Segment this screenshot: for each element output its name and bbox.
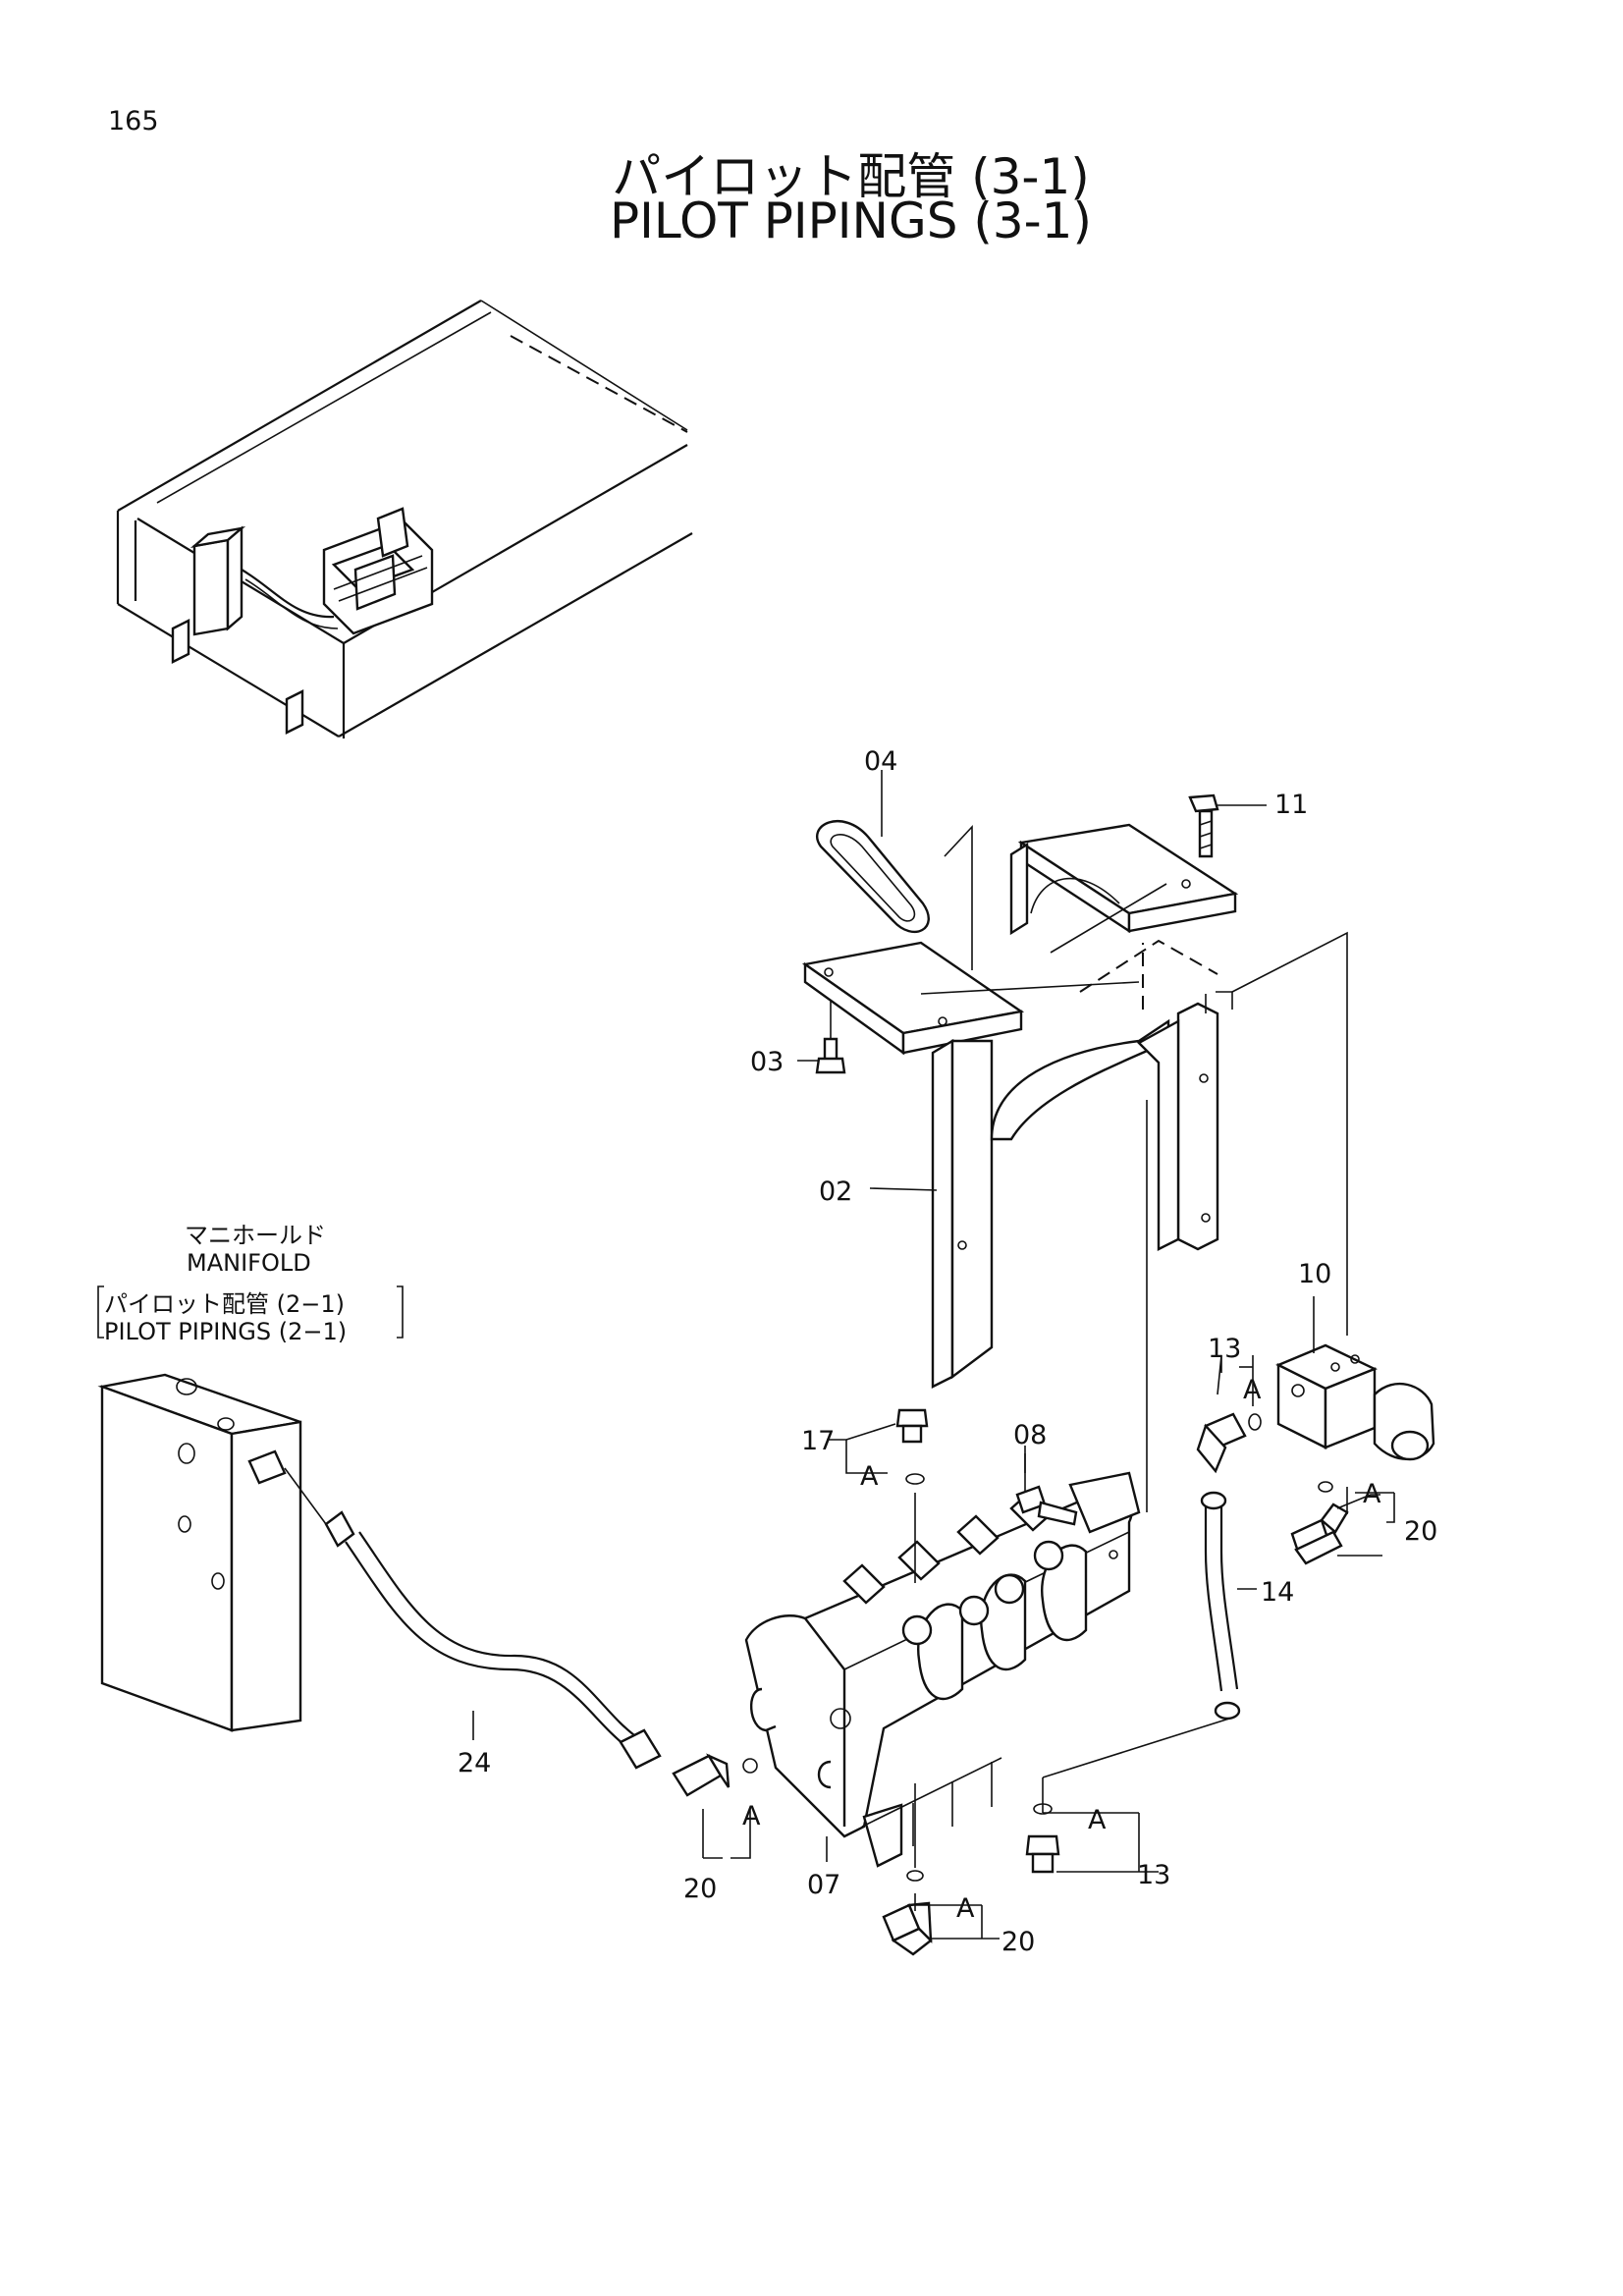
- bolt-03: [815, 1000, 846, 1074]
- callout-a-20-right: A: [1363, 1479, 1381, 1509]
- assembly-lines: [920, 824, 1348, 1512]
- connector-13-top: [1196, 1354, 1262, 1474]
- manifold-reference-japanese: パイロット配管 (2−1): [104, 1290, 346, 1318]
- callout-17: 17: [801, 1426, 835, 1456]
- solenoid-valve-10: [1275, 1343, 1435, 1493]
- elbow-20-bottom: [882, 1783, 933, 1956]
- callout-03: 03: [750, 1047, 784, 1077]
- bolt-08: [1015, 1453, 1078, 1526]
- machine-overview-illustration: [116, 300, 693, 738]
- plug-17: [895, 1408, 929, 1583]
- callout-a-13-top: A: [1243, 1375, 1262, 1405]
- callout-20-right: 20: [1404, 1516, 1437, 1547]
- callout-a-17: A: [860, 1461, 879, 1492]
- callout-a-20-left: A: [742, 1801, 761, 1831]
- elbow-20-right: [1290, 1487, 1349, 1565]
- callout-leaders: [472, 770, 1395, 1940]
- manifold-reference-bracket: [97, 1285, 404, 1339]
- mounting-bracket: [801, 823, 1239, 1389]
- callout-13-bottom: 13: [1137, 1860, 1170, 1890]
- pipe-14: [1042, 1491, 1241, 1813]
- callout-24: 24: [458, 1748, 491, 1778]
- callout-20-bottom: 20: [1001, 1927, 1035, 1957]
- callout-11: 11: [1274, 790, 1308, 820]
- page-number: 165: [108, 106, 159, 137]
- callout-08: 08: [1013, 1420, 1047, 1450]
- page-title-japanese: パイロット配管 (3-1): [612, 148, 1090, 205]
- callout-a-20-bottom: A: [956, 1893, 975, 1924]
- component-box: [189, 525, 246, 636]
- elbow-20-left: [672, 1753, 758, 1859]
- control-valve-07: [744, 1471, 1141, 1868]
- callout-10: 10: [1298, 1259, 1331, 1289]
- valve-assembly-small: [322, 507, 434, 635]
- callout-07: 07: [807, 1870, 840, 1900]
- callout-13-top: 13: [1208, 1334, 1241, 1364]
- rubber-grommet: [816, 820, 930, 933]
- callout-20-left: 20: [683, 1874, 717, 1904]
- manifold-name-japanese: マニホールド: [185, 1222, 326, 1249]
- callout-14: 14: [1261, 1577, 1294, 1608]
- callout-a-13-bottom: A: [1088, 1805, 1107, 1835]
- callout-04: 04: [864, 746, 897, 777]
- callout-02: 02: [819, 1176, 852, 1207]
- page-title-english: PILOT PIPINGS (3-1): [609, 192, 1092, 249]
- bolt-11: [1188, 793, 1219, 858]
- hose-24: [284, 1467, 662, 1770]
- manifold-block: [97, 1373, 302, 1732]
- manifold-name-english: MANIFOLD: [187, 1249, 311, 1277]
- manifold-reference-english: PILOT PIPINGS (2−1): [104, 1318, 348, 1345]
- connector-13-bottom: [1025, 1803, 1060, 1874]
